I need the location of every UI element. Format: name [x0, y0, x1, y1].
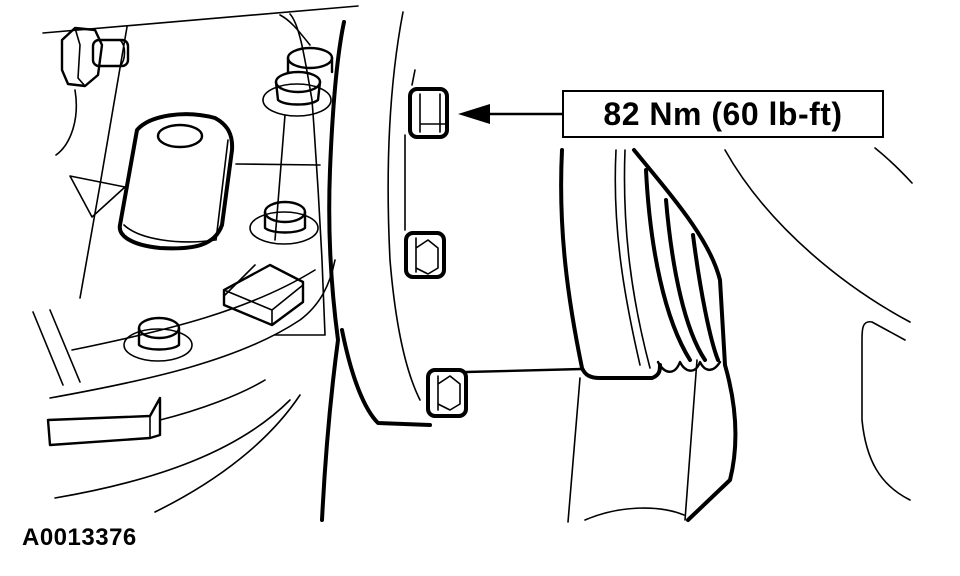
axle-tube	[464, 148, 738, 523]
housing-studs	[123, 46, 334, 362]
flange-bolt-middle	[404, 231, 446, 279]
torque-callout-box: 82 Nm (60 lb-ft)	[562, 90, 884, 138]
central-boss	[117, 112, 235, 251]
torque-spec-label: 82 Nm (60 lb-ft)	[603, 95, 843, 132]
axle-flange	[340, 11, 432, 427]
flange-bolt-lower	[426, 368, 468, 418]
housing-blocks	[46, 263, 305, 447]
figure-id-label: A0013376	[22, 524, 137, 551]
hex-nut-top-left	[60, 26, 130, 88]
flange-bolt-upper	[408, 87, 449, 139]
flange-bolts	[404, 87, 468, 418]
callout-leader	[458, 104, 564, 124]
left-housing	[32, 5, 359, 513]
carrier-housing	[724, 147, 913, 501]
parting-line	[320, 20, 346, 522]
